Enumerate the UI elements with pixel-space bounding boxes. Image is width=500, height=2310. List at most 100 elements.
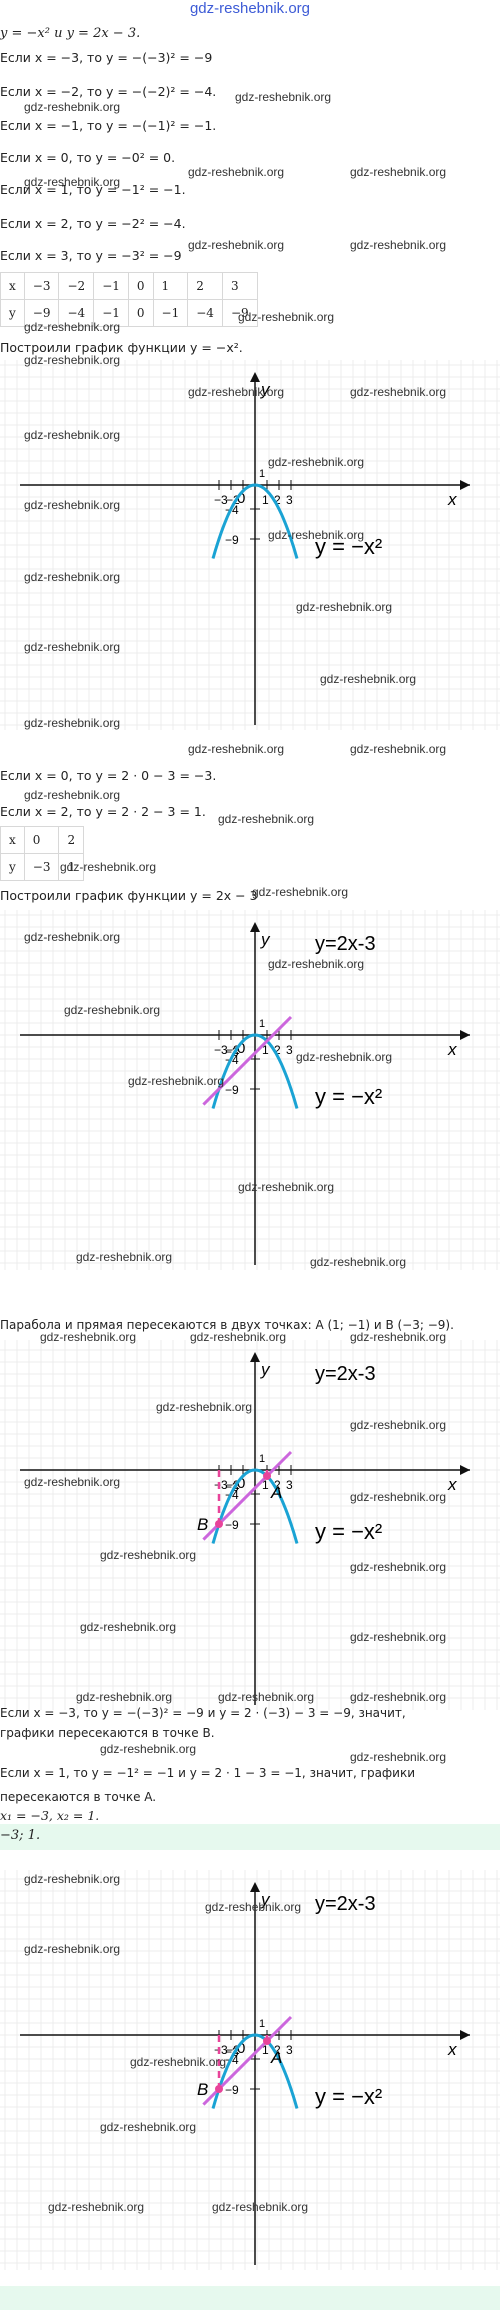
table-cell: 1 bbox=[152, 272, 189, 300]
answer-band: −3; 1. bbox=[0, 1824, 500, 1850]
watermark: gdz-reshebnik.org bbox=[296, 600, 393, 614]
parabola-curve bbox=[211, 2033, 299, 2109]
x-axis-arrow bbox=[460, 1030, 470, 1040]
y-axis-arrow bbox=[250, 372, 260, 382]
watermark: gdz-reshebnik.org bbox=[128, 1074, 225, 1088]
table-cell: 3 bbox=[221, 272, 258, 300]
line-graph bbox=[202, 1015, 293, 1106]
watermark: gdz-reshebnik.org bbox=[238, 1180, 335, 1194]
x-tick-label: 2 bbox=[274, 1478, 281, 1492]
watermark: gdz-reshebnik.org bbox=[24, 353, 121, 367]
watermark: gdz-reshebnik.org bbox=[350, 1750, 447, 1764]
watermark: gdz-reshebnik.org bbox=[24, 428, 121, 442]
y-tick-label: −9 bbox=[225, 1083, 239, 1097]
table-cell: 0 bbox=[127, 299, 154, 327]
calc-line: Если x = 2, то y = −2² = −4. bbox=[0, 216, 186, 231]
site-logo[interactable]: gdz-reshebnik.org bbox=[189, 0, 311, 17]
watermark: gdz-reshebnik.org bbox=[350, 1630, 447, 1644]
watermark: gdz-reshebnik.org bbox=[235, 90, 332, 104]
check-line: пересекаются в точке A. bbox=[0, 1790, 157, 1804]
watermark: gdz-reshebnik.org bbox=[238, 310, 335, 324]
values-table-line: x 0 2 y −3 1 bbox=[0, 826, 85, 881]
table-cell: −1 bbox=[93, 299, 129, 327]
x-tick-label: 2 bbox=[274, 1043, 281, 1057]
watermark: gdz-reshebnik.org bbox=[40, 1330, 137, 1344]
parabola-label: y = −x² bbox=[315, 1519, 382, 1544]
y-axis-label: y bbox=[260, 380, 271, 399]
footer-band bbox=[0, 2286, 500, 2310]
line-label: y=2x-3 bbox=[315, 1363, 376, 1385]
watermark: gdz-reshebnik.org bbox=[100, 2120, 197, 2134]
watermark: gdz-reshebnik.org bbox=[24, 1475, 121, 1489]
watermark: gdz-reshebnik.org bbox=[24, 640, 121, 654]
table-cell: −3 bbox=[23, 272, 60, 300]
parabola-curve bbox=[211, 483, 299, 559]
calc-line: Если x = −1, то y = −(−1)² = −1. bbox=[0, 118, 217, 133]
x-tick-label: 2 bbox=[274, 2043, 281, 2057]
table-cell: −4 bbox=[58, 299, 95, 327]
table-cell: −2 bbox=[58, 272, 95, 300]
y-tick-label: 1 bbox=[259, 2018, 265, 2030]
table-cell: −1 bbox=[93, 272, 129, 300]
x-tick-label: 3 bbox=[286, 2043, 293, 2057]
calc-line: Если x = 0, то y = 2 · 0 − 3 = −3. bbox=[0, 768, 217, 783]
watermark: gdz-reshebnik.org bbox=[48, 2200, 145, 2214]
origin-label: 0 bbox=[237, 2040, 245, 2057]
watermark: gdz-reshebnik.org bbox=[24, 498, 121, 512]
watermark: gdz-reshebnik.org bbox=[24, 100, 121, 114]
watermark: gdz-reshebnik.org bbox=[350, 742, 447, 756]
watermark: gdz-reshebnik.org bbox=[350, 1690, 447, 1704]
watermark: gdz-reshebnik.org bbox=[156, 1400, 253, 1414]
x-tick-label: 3 bbox=[286, 1043, 293, 1057]
watermark: gdz-reshebnik.org bbox=[24, 1942, 121, 1956]
watermark: gdz-reshebnik.org bbox=[218, 1690, 315, 1704]
watermark: gdz-reshebnik.org bbox=[24, 175, 121, 189]
point-a-marker bbox=[263, 2037, 271, 2045]
parabola-label: y = −x² bbox=[315, 1084, 382, 1109]
table-cell: −3 bbox=[23, 853, 60, 881]
origin-label: 0 bbox=[237, 1475, 245, 1492]
watermark: gdz-reshebnik.org bbox=[252, 885, 349, 899]
point-a-label: A bbox=[270, 2048, 282, 2067]
y-axis-arrow bbox=[250, 1882, 260, 1892]
x-tick-label: −3 bbox=[214, 493, 228, 507]
watermark: gdz-reshebnik.org bbox=[268, 455, 365, 469]
caption-line: Построили график функции y = −x². bbox=[0, 340, 243, 355]
watermark: gdz-reshebnik.org bbox=[76, 1690, 173, 1704]
origin-label: 0 bbox=[237, 1040, 245, 1057]
table-header: y bbox=[0, 299, 25, 327]
table-cell: −4 bbox=[187, 299, 223, 327]
watermark: gdz-reshebnik.org bbox=[296, 1050, 393, 1064]
watermark: gdz-reshebnik.org bbox=[268, 528, 365, 542]
y-axis-label: y bbox=[260, 1360, 271, 1379]
x-tick-label: 2 bbox=[274, 493, 281, 507]
watermark: gdz-reshebnik.org bbox=[350, 238, 447, 252]
y-axis-label: y bbox=[260, 930, 271, 949]
table-cell: 1 bbox=[58, 853, 85, 881]
calc-line: Если x = −3, то y = −(−3)² = −9 bbox=[0, 50, 213, 65]
watermark: gdz-reshebnik.org bbox=[188, 165, 285, 179]
x-axis-label: x bbox=[447, 1040, 457, 1059]
watermark: gdz-reshebnik.org bbox=[24, 930, 121, 944]
watermark: gdz-reshebnik.org bbox=[24, 716, 121, 730]
calc-line: Если x = 1, то y = −1² = −1. bbox=[0, 182, 186, 197]
calc-line: Если x = −2, то y = −(−2)² = −4. bbox=[0, 84, 217, 99]
table-cell: −1 bbox=[152, 299, 189, 327]
line-label: y=2x-3 bbox=[315, 933, 376, 955]
x-axis-label: x bbox=[447, 1475, 457, 1494]
calc-line: Если x = 3, то y = −3² = −9 bbox=[0, 248, 182, 263]
watermark: gdz-reshebnik.org bbox=[60, 860, 157, 874]
roots-line: x₁ = −3, x₂ = 1. bbox=[0, 1808, 100, 1823]
functions-line: y = −x² и y = 2x − 3. bbox=[0, 26, 141, 41]
x-tick-label: −3 bbox=[214, 1043, 228, 1057]
x-tick-label: −2 bbox=[226, 493, 240, 507]
x-tick-label: 1 bbox=[262, 493, 269, 507]
point-b-label: B bbox=[197, 2080, 208, 2099]
parabola-label: y = −x² bbox=[315, 534, 382, 559]
x-tick-label: 3 bbox=[286, 493, 293, 507]
table-header: y bbox=[0, 853, 25, 881]
x-tick-label: −2 bbox=[226, 1478, 240, 1492]
